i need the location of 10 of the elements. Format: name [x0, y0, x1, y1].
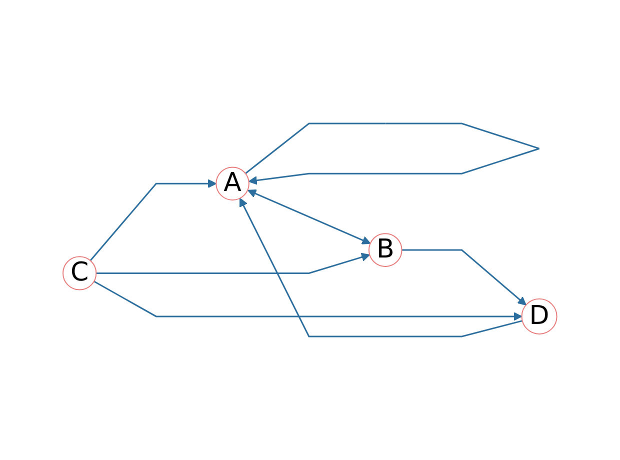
node-circle: B — [368, 233, 402, 267]
node-circle: A — [216, 166, 250, 200]
arrow — [96, 252, 370, 274]
arrow — [94, 280, 522, 321]
arrow — [240, 198, 523, 338]
node-circle: D — [521, 298, 558, 334]
node-circle: C — [62, 256, 97, 290]
arrow — [90, 179, 217, 262]
arrow — [402, 249, 526, 306]
arrow — [248, 189, 371, 244]
